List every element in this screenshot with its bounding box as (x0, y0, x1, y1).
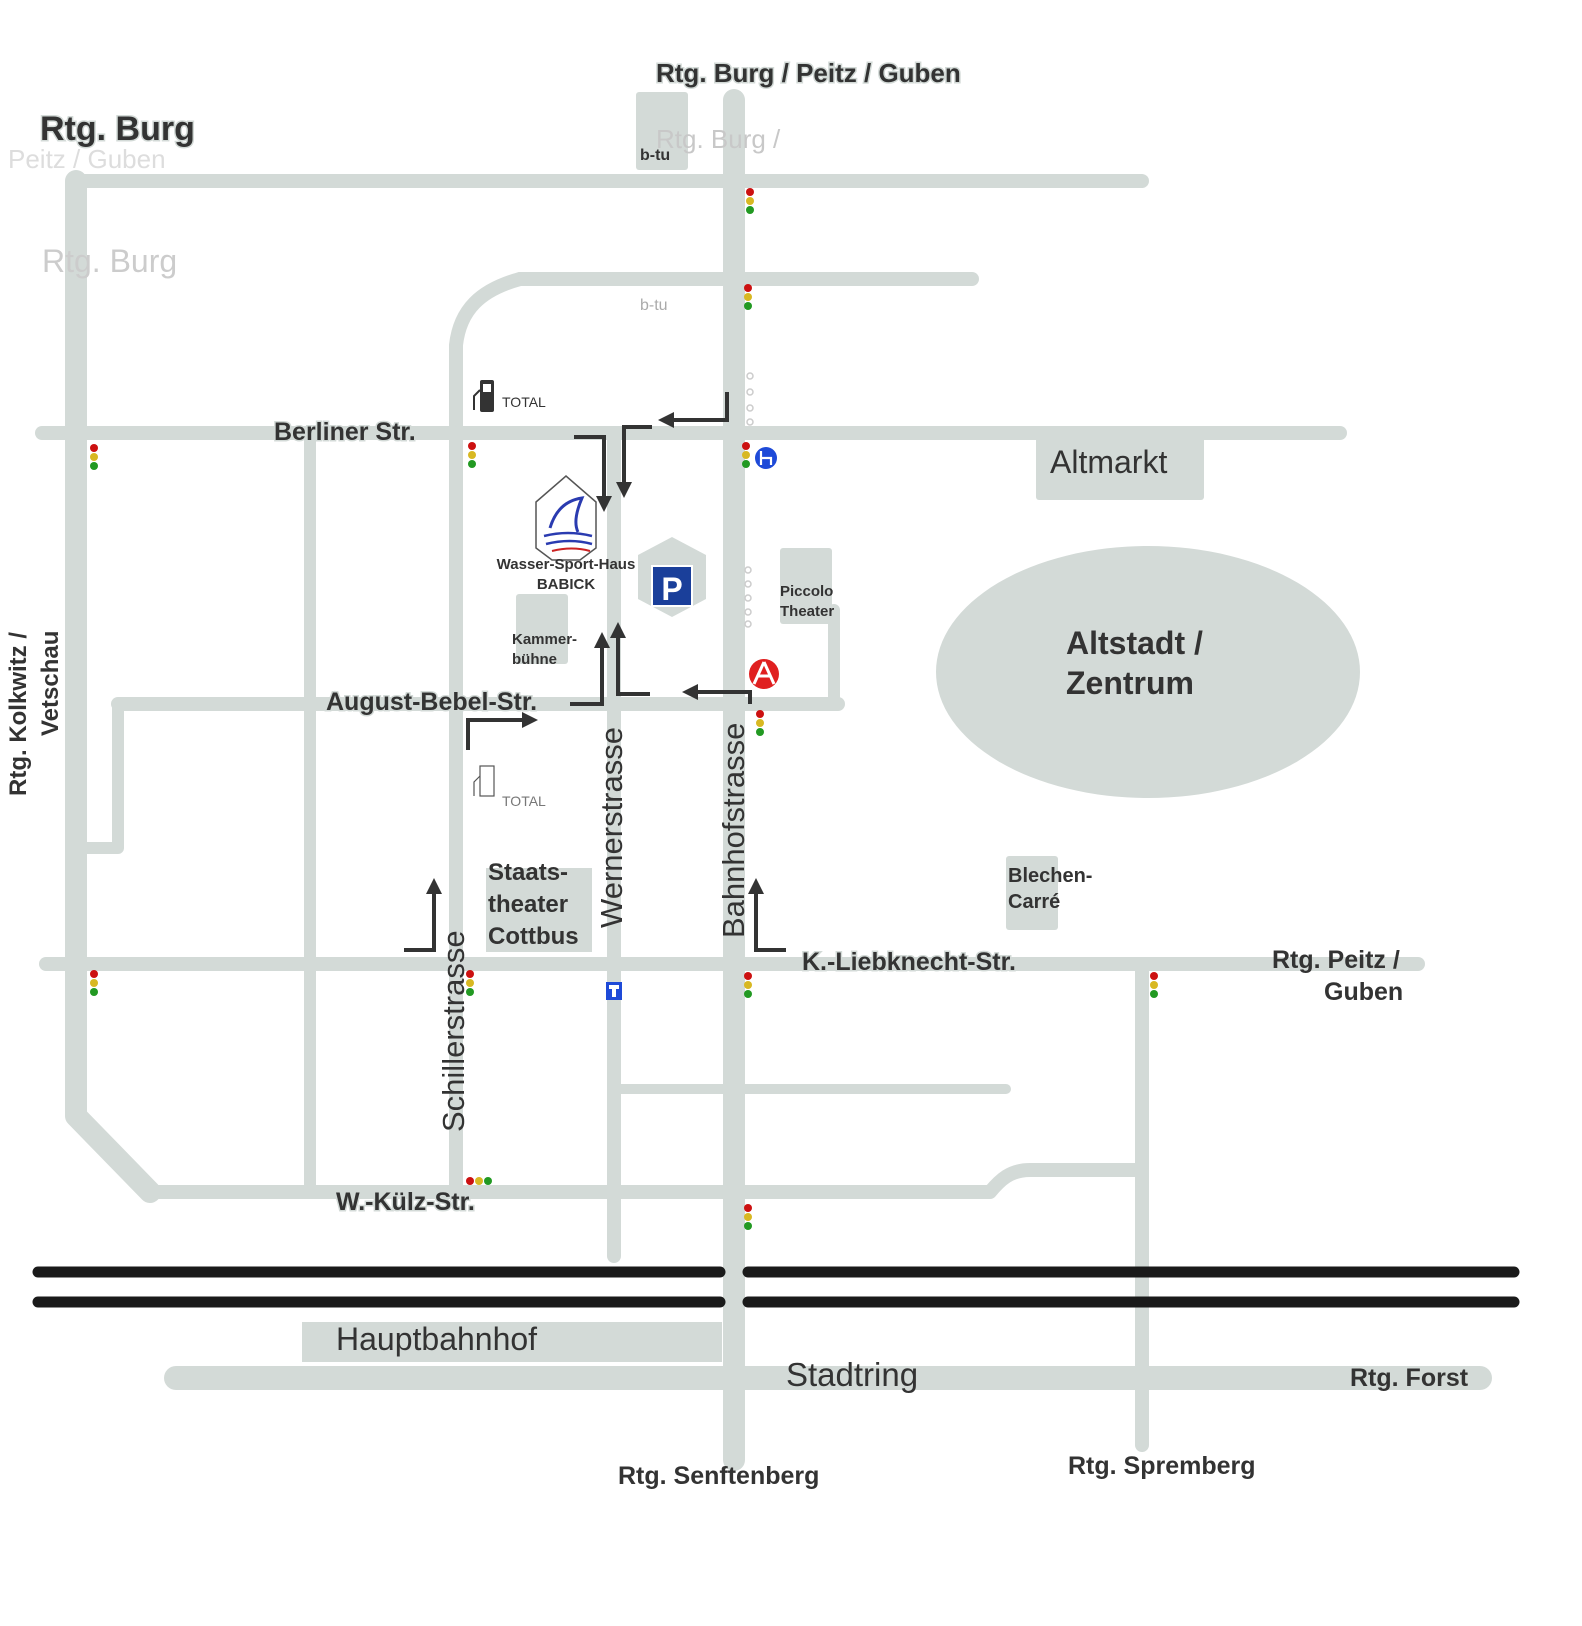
traffic-lights (90, 188, 1158, 1230)
traffic-light-icon (746, 188, 754, 214)
btu-block (636, 92, 688, 170)
direction-label-kolkwitz: Rtg. Kolkwitz / (5, 632, 32, 796)
route-arrow-icon (682, 684, 752, 704)
blechen-carre-block (1006, 856, 1058, 930)
boat-logo-icon (535, 475, 597, 561)
traffic-light-icon (468, 442, 476, 468)
parking-label: P (661, 571, 682, 607)
piccolo-block (780, 548, 832, 624)
street-label-k-liebknecht-str: K.-Liebknecht-Str. (802, 948, 1016, 976)
street-label-august-bebel-str: August-Bebel-Str. (326, 688, 537, 716)
traffic-light-icon (756, 710, 764, 736)
parking-icon: P (651, 565, 693, 607)
road-w-kuelz-str (149, 1163, 1149, 1199)
altstadt-zentrum-area (936, 546, 1360, 798)
altmarkt-label: Altmarkt (1050, 444, 1167, 480)
altmarkt-block (1036, 432, 1204, 500)
ghost-label-btu: b-tu (640, 297, 668, 314)
staatstheater-label-line3: Cottbus (488, 923, 579, 950)
route-arrow-icon (748, 878, 786, 952)
kammerbuehne-block (516, 594, 568, 664)
traffic-light-icon (90, 970, 98, 996)
guben-label: Guben (1324, 978, 1403, 1006)
total-label-top: TOTAL (502, 394, 546, 410)
route-arrow-icon (404, 878, 442, 952)
traffic-light-icon (742, 442, 750, 468)
direction-label-north: Rtg. Burg / Peitz / Guben (656, 58, 961, 88)
traffic-light-icon (1150, 972, 1158, 998)
staatstheater-label-line2: theater (488, 891, 568, 918)
road-left-branch (70, 698, 124, 854)
wasser-sport-haus-label: Wasser-Sport-Haus (497, 556, 636, 573)
vetschau-label: Vetschau (37, 631, 64, 736)
altstadt-label: Altstadt / (1066, 625, 1203, 661)
fuel-pump-icon (473, 765, 495, 797)
road-piccolo-loop (728, 604, 840, 710)
dead-end-icon (606, 982, 622, 1000)
traffic-light-icon (744, 972, 752, 998)
direction-label-burg: Rtg. Burg (40, 110, 195, 148)
street-label-berliner-str: Berliner Str. (274, 418, 416, 446)
route-arrow-icon (616, 425, 652, 498)
fuel-pump-icon (473, 380, 494, 412)
route-arrow-icon (610, 622, 650, 696)
ghost-label-burg-left: Rtg. Burg (42, 243, 177, 279)
buehne-label: bühne (512, 651, 557, 668)
pedestrian-marks (744, 372, 754, 628)
street-label-w-kuelz-str: W.-Külz-Str. (336, 1188, 475, 1216)
staatstheater-label-line1: Staats- (488, 859, 568, 886)
area-shapes (302, 92, 1360, 1362)
traffic-light-icon (744, 1204, 752, 1230)
direction-label-senftenberg: Rtg. Senftenberg (618, 1462, 819, 1490)
ghost-label-peitz-guben: Peitz / Guben (8, 144, 166, 174)
road-left-vertical (65, 170, 161, 1203)
street-label-schillerstrasse: Schillerstrasse (436, 930, 471, 1132)
babick-label: BABICK (537, 576, 595, 593)
traffic-light-icon (466, 1177, 492, 1185)
traffic-light-icon (744, 284, 752, 310)
theater-label: Theater (780, 603, 834, 620)
route-arrow-icon (574, 435, 612, 512)
btu-label: b-tu (640, 147, 670, 164)
railway (32, 1266, 1520, 1308)
map-labels: Rtg. Burg / Peitz / Guben Peitz / Guben … (5, 57, 1469, 1491)
hauptbahnhof-label: Hauptbahnhof (336, 1321, 537, 1357)
road-curve-upper (449, 272, 527, 437)
carre-label: Carré (1008, 891, 1060, 913)
direction-label-forst: Rtg. Forst (1350, 1364, 1469, 1392)
ghost-label-burg-top: Rtg. Burg / (656, 124, 781, 154)
street-label-bahnhofstrasse: Bahnhofstrasse (716, 723, 751, 938)
staatstheater-block (486, 868, 592, 952)
route-arrows (404, 392, 786, 952)
kammer-label: Kammer- (512, 631, 577, 648)
direction-label-spremberg: Rtg. Spremberg (1068, 1452, 1256, 1480)
stadtring-label: Stadtring (786, 1356, 918, 1393)
total-label-bottom: TOTAL (502, 793, 546, 809)
blechen-label: Blechen- (1008, 865, 1092, 887)
traffic-light-icon (90, 444, 98, 470)
direction-label-peitz: Rtg. Peitz / (1272, 946, 1400, 974)
street-label-wernerstrasse: Wernerstrasse (594, 727, 629, 928)
road-network (35, 89, 1492, 1471)
piccolo-label: Piccolo (780, 583, 833, 600)
hauptbahnhof-block (302, 1322, 722, 1362)
autobahn-icon (749, 659, 779, 689)
route-arrow-icon (658, 392, 729, 428)
route-arrow-icon (466, 712, 538, 750)
route-arrow-icon (570, 632, 610, 706)
bus-stop-icon (755, 447, 777, 469)
zentrum-label: Zentrum (1066, 665, 1194, 701)
